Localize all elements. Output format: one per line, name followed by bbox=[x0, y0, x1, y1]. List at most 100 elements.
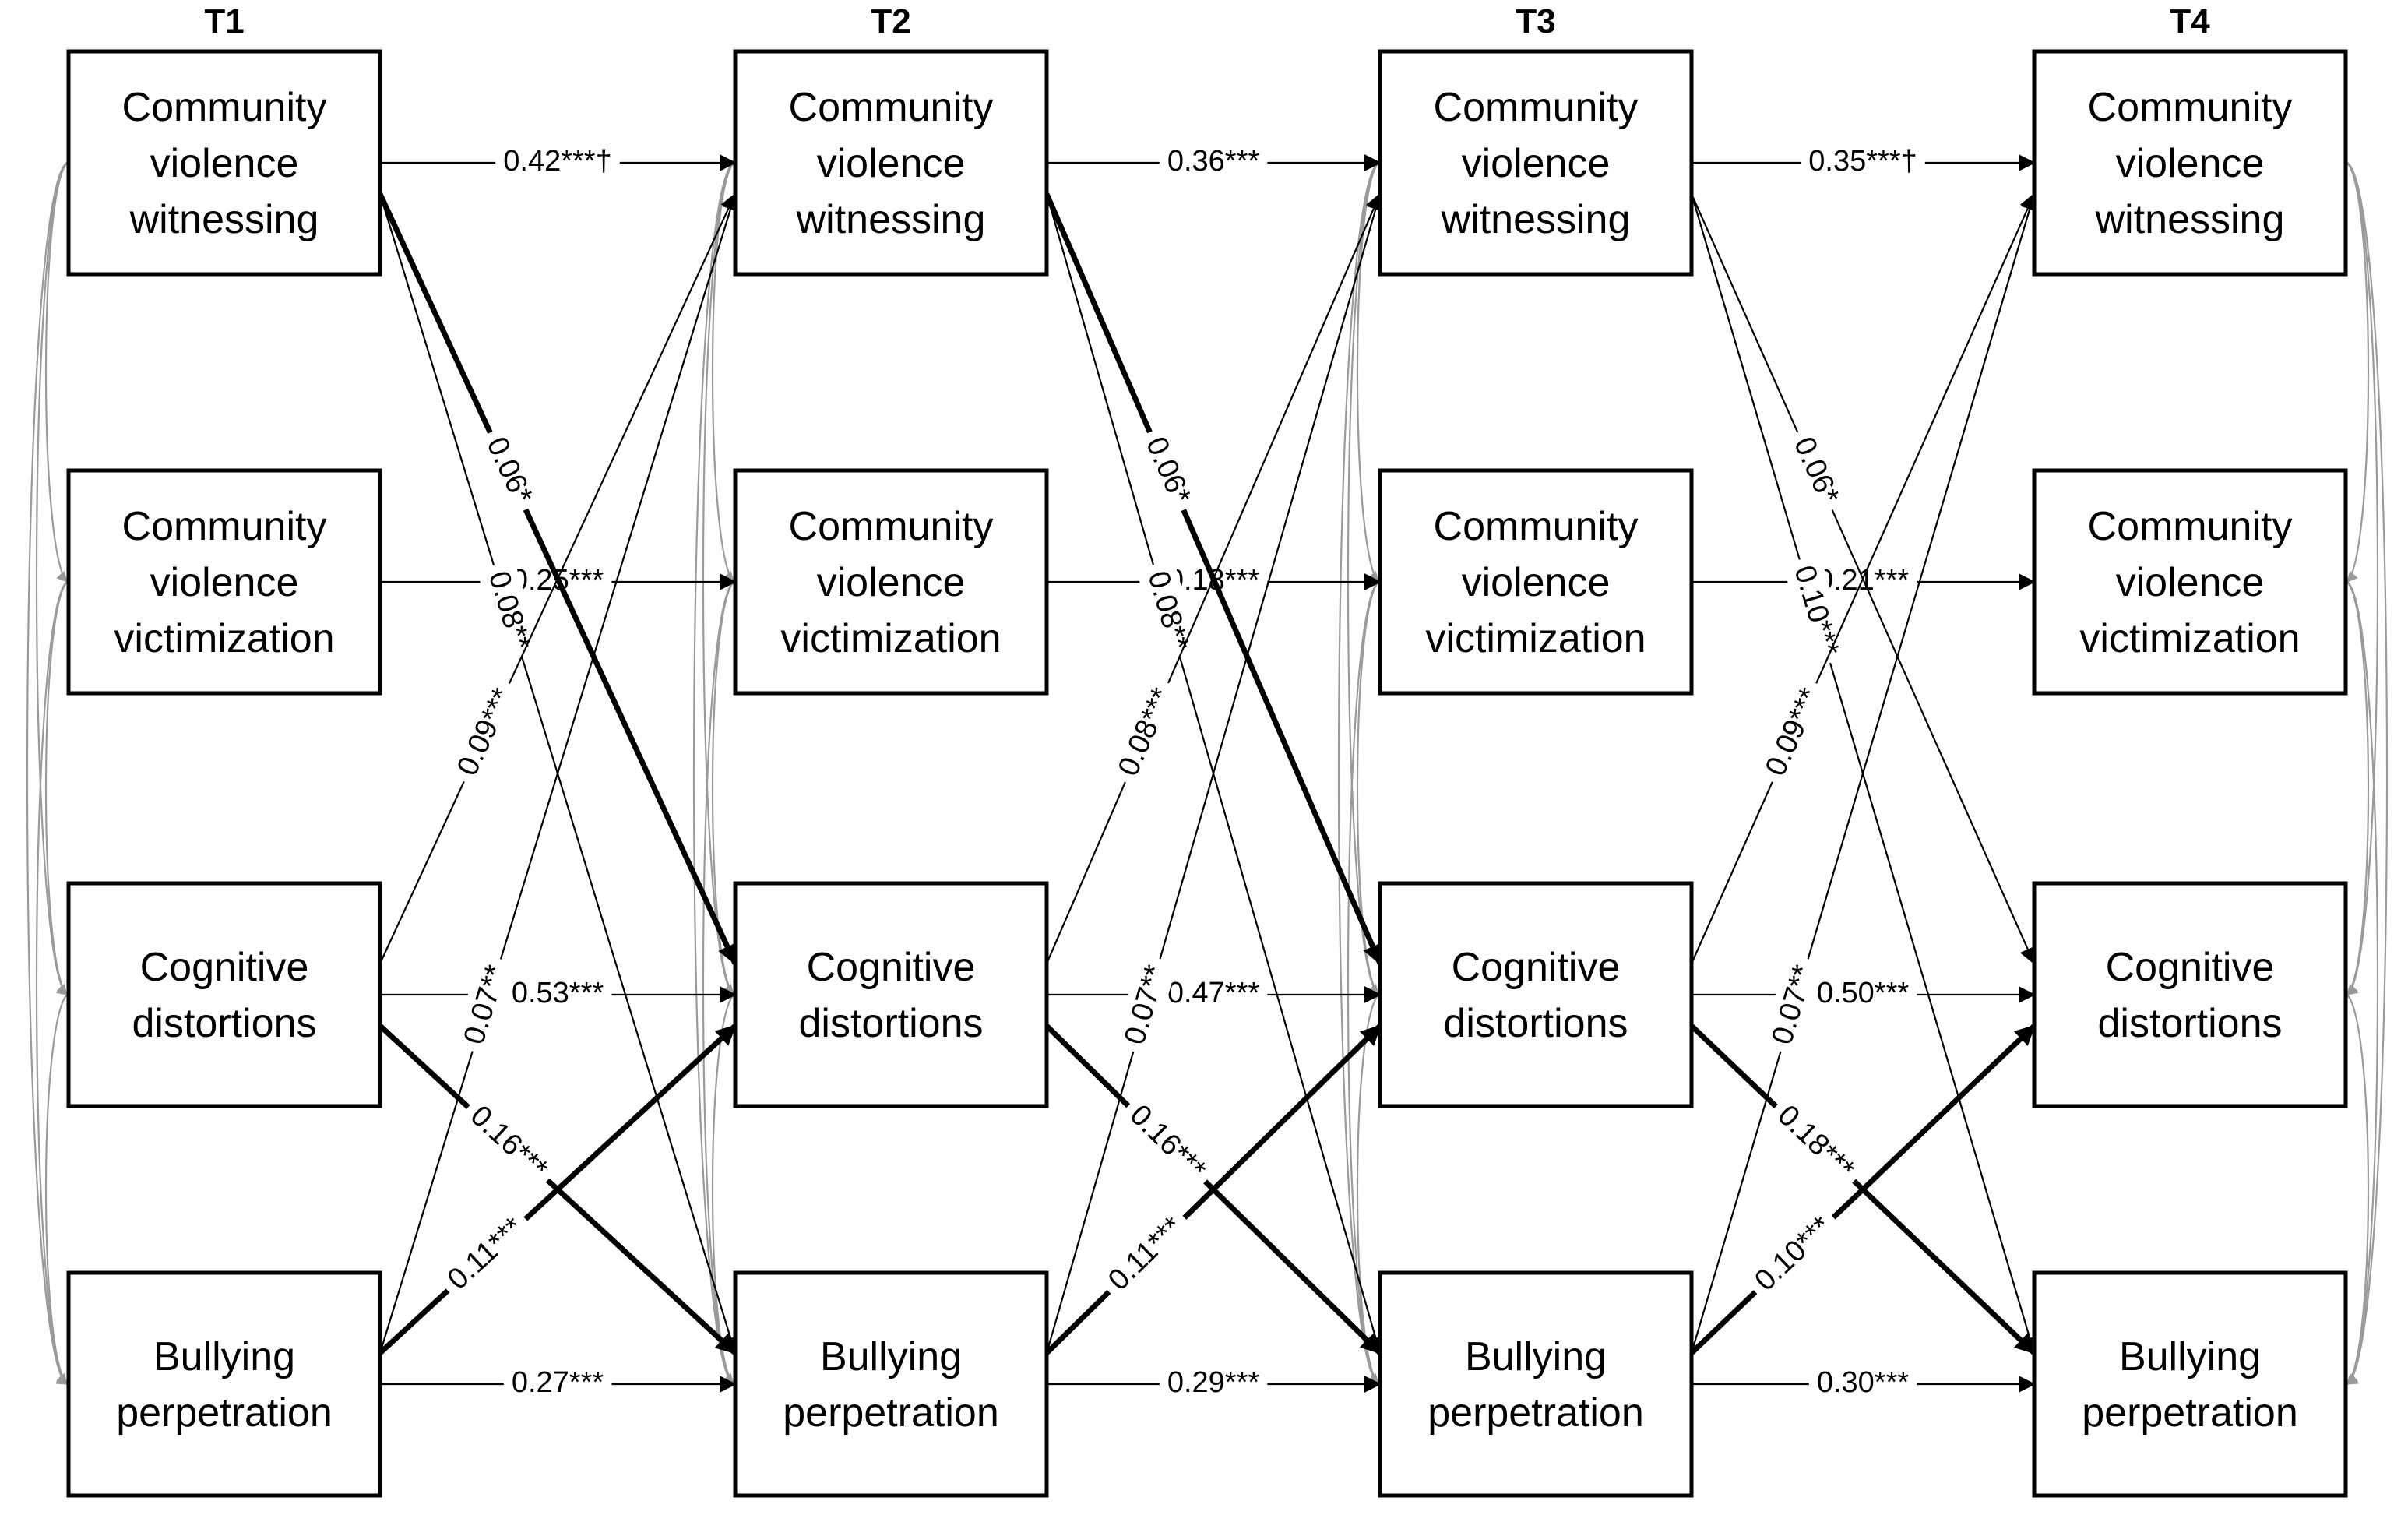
path-coefficient-label: 0.30*** bbox=[1817, 1366, 1910, 1399]
path-label-background bbox=[1094, 1203, 1198, 1305]
node-box bbox=[2032, 49, 2348, 277]
path-arrow bbox=[378, 192, 739, 1354]
node-label-line: Bullying bbox=[153, 1334, 295, 1379]
node-t3-cvv: Community violence victimization bbox=[1378, 468, 1694, 696]
node-t2-cd: Cognitive distortions bbox=[733, 881, 1049, 1108]
path-label-group: 0.47*** bbox=[1159, 974, 1268, 1013]
node-label-line: Cognitive bbox=[1452, 945, 1621, 990]
node-label-line: Community bbox=[1434, 504, 1639, 549]
path-label-background bbox=[1782, 553, 1850, 668]
node-t3-bp: Bullying perpetration bbox=[1378, 1270, 1694, 1498]
node-label-line: perpetration bbox=[2082, 1390, 2298, 1436]
path-coefficient-label: 0.42***† bbox=[503, 145, 611, 178]
path-label-background bbox=[1159, 974, 1268, 1013]
path-label-group: 0.11*** bbox=[433, 1203, 538, 1304]
path-12: 0.47*** bbox=[1047, 974, 1382, 1013]
path-coefficient-label: 0.10*** bbox=[1748, 1210, 1838, 1297]
path-label-background bbox=[1115, 1090, 1220, 1195]
path-label-background bbox=[1113, 953, 1178, 1057]
path-coefficient-label: 0.16*** bbox=[464, 1099, 554, 1186]
node-box bbox=[733, 881, 1049, 1108]
path-label-background bbox=[1159, 142, 1268, 181]
wave-header-t4: T4 bbox=[2170, 2, 2210, 41]
path-label-background bbox=[456, 1091, 562, 1194]
path-label-background bbox=[495, 142, 620, 181]
node-label-line: victimization bbox=[1425, 616, 1646, 661]
path-label-background bbox=[1781, 424, 1852, 517]
node-label-line: perpetration bbox=[1428, 1390, 1644, 1436]
path-label-background bbox=[474, 424, 545, 517]
path-23: 0.30*** bbox=[1692, 1363, 2036, 1403]
path-label-background bbox=[477, 558, 543, 663]
covariance-arc bbox=[35, 152, 79, 995]
node-label-line: witnessing bbox=[796, 197, 986, 242]
covariance-arc bbox=[1347, 571, 1390, 1385]
covariance-arc bbox=[2336, 152, 2379, 995]
node-label-line: violence bbox=[1462, 560, 1611, 605]
path-label-group: 0.10*** bbox=[1741, 1202, 1846, 1305]
node-label-line: witnessing bbox=[2095, 197, 2285, 242]
path-coefficient-label: 0.36*** bbox=[1167, 145, 1260, 178]
node-label-line: perpetration bbox=[783, 1390, 999, 1436]
path-coefficient-label: 0.47*** bbox=[1167, 977, 1260, 1009]
path-10: 0.36*** bbox=[1047, 142, 1382, 181]
path-label-group: 0.06* bbox=[1133, 424, 1203, 517]
node-box bbox=[2032, 1270, 2348, 1498]
node-box bbox=[1378, 49, 1694, 277]
construct-boxes: CommunityviolencewitnessingCommunityviol… bbox=[66, 49, 2348, 1498]
path-2: 0.53*** bbox=[380, 974, 737, 1013]
path-label-group: 0.53*** bbox=[503, 974, 612, 1013]
node-label-line: Cognitive bbox=[807, 945, 976, 990]
covariance-arc bbox=[2336, 570, 2370, 995]
covariance-arc bbox=[1347, 152, 1390, 995]
covariance-arc bbox=[26, 153, 79, 1385]
path-20: 0.35***† bbox=[1692, 142, 2036, 181]
node-label-line: Bullying bbox=[1465, 1334, 1607, 1379]
covariance-arc bbox=[1356, 983, 1389, 1385]
path-arrow bbox=[1045, 192, 1384, 1354]
regression-paths: 0.42***†0.25***0.53***0.27***0.06*0.08**… bbox=[377, 142, 2038, 1403]
path-label-group: 0.06* bbox=[1781, 424, 1852, 517]
node-box bbox=[66, 881, 382, 1108]
path-0: 0.42***† bbox=[380, 142, 737, 181]
path-label-background bbox=[1741, 1202, 1846, 1305]
covariance-arc bbox=[711, 983, 745, 1385]
path-label-background bbox=[1133, 424, 1203, 517]
path-label-background bbox=[1808, 974, 1917, 1013]
path-arrow bbox=[1045, 192, 1382, 964]
node-label-line: distortions bbox=[799, 1001, 984, 1046]
path-label-group: 0.09*** bbox=[445, 675, 526, 790]
node-label-line: violence bbox=[150, 141, 299, 186]
path-arrow bbox=[1044, 1024, 1382, 1355]
node-label-line: violence bbox=[2116, 141, 2265, 186]
node-box bbox=[66, 49, 382, 277]
path-label-group: 0.30*** bbox=[1808, 1363, 1917, 1403]
path-label-background bbox=[503, 1363, 612, 1403]
path-coefficient-label: 0.35***† bbox=[1808, 145, 1917, 178]
node-label-line: victimization bbox=[780, 616, 1001, 661]
path-8: 0.07** bbox=[378, 192, 739, 1354]
node-label-line: Cognitive bbox=[140, 945, 309, 990]
node-box bbox=[1378, 468, 1694, 696]
path-label-group: 0.35***† bbox=[1801, 142, 1925, 181]
wave-header-t3: T3 bbox=[1516, 2, 1555, 41]
node-label-line: Bullying bbox=[2119, 1334, 2261, 1379]
covariance-arc bbox=[35, 571, 79, 1385]
covariance-arc bbox=[702, 152, 745, 995]
path-label-group: 0.27*** bbox=[503, 1363, 612, 1403]
node-label-line: Community bbox=[1434, 85, 1639, 130]
path-label-group: 0.36*** bbox=[1159, 142, 1268, 181]
node-box bbox=[733, 468, 1049, 696]
path-coefficient-label: 0.29*** bbox=[1167, 1366, 1260, 1399]
path-coefficient-label: 0.11*** bbox=[442, 1211, 530, 1296]
node-box bbox=[2032, 881, 2348, 1108]
wave-header-t2: T2 bbox=[871, 2, 910, 41]
